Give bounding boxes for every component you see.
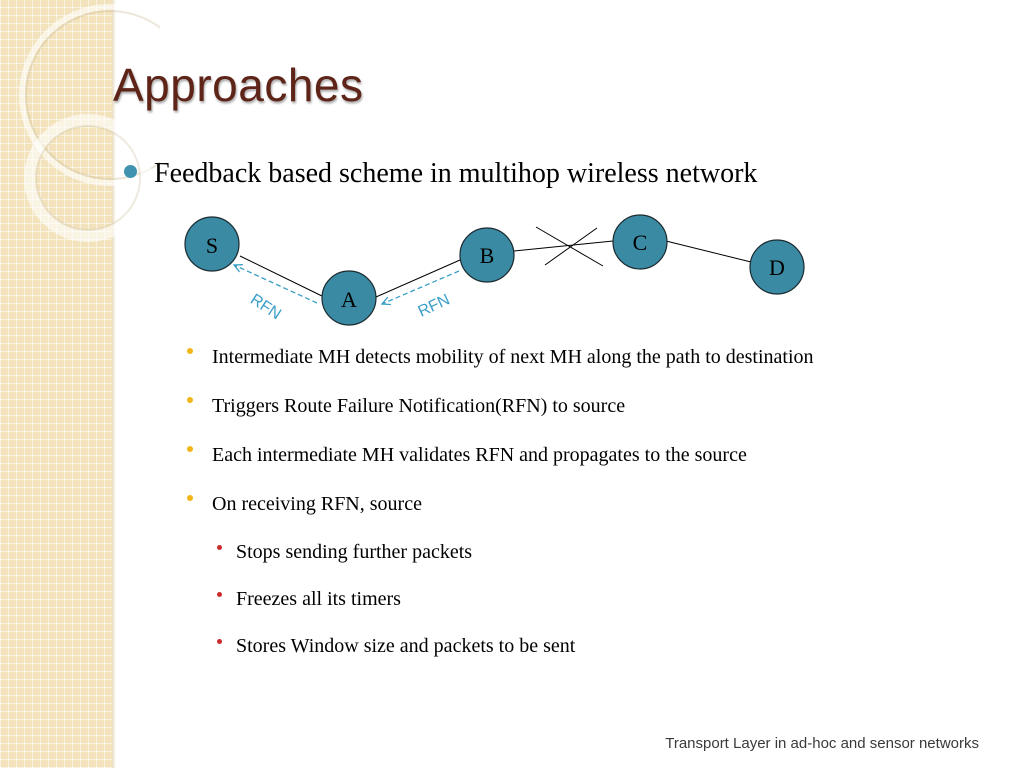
node-c: [612, 214, 668, 270]
subsub-bullet-text: Freezes all its timers: [236, 588, 401, 610]
link-s-a: [239, 255, 325, 298]
sub-bullet-icon: [187, 348, 193, 354]
node-label: A: [341, 287, 357, 312]
sub-bullet-text: On receiving RFN, source: [212, 493, 422, 515]
decorative-rings: [19, 4, 160, 242]
sub-bullet-icon: [187, 397, 193, 403]
slide-footer: Transport Layer in ad-hoc and sensor net…: [665, 735, 979, 752]
main-bullet-text: Feedback based scheme in multihop wirele…: [154, 158, 758, 189]
broken-link-mark: [544, 227, 598, 266]
sub-bullet-icon: [187, 446, 193, 452]
node-a: [321, 270, 377, 326]
node-label: S: [206, 233, 218, 258]
rfn-label: RFN: [416, 291, 453, 320]
rfn-arrow-a-to-s: [234, 265, 318, 304]
sub-bullet-icon: [187, 495, 193, 501]
main-bullet-icon: [124, 165, 137, 178]
slide-title: Approaches: [113, 59, 364, 111]
rfn-arrow-b-to-a: [382, 270, 460, 304]
subsub-bullet-text: Stops sending further packets: [236, 541, 473, 563]
sub-bullet-text: Each intermediate MH validates RFN and p…: [212, 444, 747, 466]
node-label: D: [769, 255, 785, 280]
node-s: [184, 216, 240, 272]
broken-link-mark: [535, 226, 604, 267]
link-a-b: [375, 259, 461, 298]
rfn-label: RFN: [247, 291, 284, 323]
subsub-bullet-icon: [217, 592, 222, 597]
node-label: B: [480, 243, 495, 268]
node-label: C: [633, 230, 648, 255]
subsub-bullet-icon: [217, 639, 222, 644]
link-c-d: [665, 240, 752, 263]
sidebar-edge: [112, 0, 116, 768]
node-d: [749, 239, 805, 295]
link-b-c: [513, 240, 614, 252]
subsub-bullet-text: Stores Window size and packets to be sen…: [236, 635, 576, 657]
node-b: [459, 227, 515, 283]
subsub-bullet-icon: [217, 545, 222, 550]
sub-bullet-text: Triggers Route Failure Notification(RFN)…: [212, 395, 626, 417]
sub-bullet-text: Intermediate MH detects mobility of next…: [212, 346, 814, 368]
